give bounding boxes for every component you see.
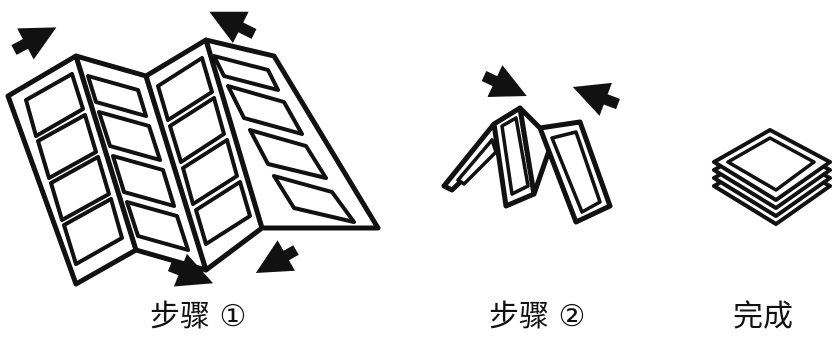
done-caption: 完成 <box>733 297 793 337</box>
step2-caption: 步骤 ② <box>489 297 585 337</box>
step1-arrow-top-left <box>14 34 44 50</box>
step1-caption: 步骤 ① <box>150 297 246 337</box>
done-illustration <box>714 130 830 224</box>
step1-illustration <box>8 40 378 284</box>
step2-arrow-right <box>586 92 618 104</box>
step1-arrow-bottom-right <box>268 250 296 266</box>
step1-arrow-top-right <box>222 18 254 34</box>
step2-arrow-left <box>484 76 514 90</box>
step2-illustration <box>444 108 610 222</box>
step2-arrows <box>484 76 618 104</box>
